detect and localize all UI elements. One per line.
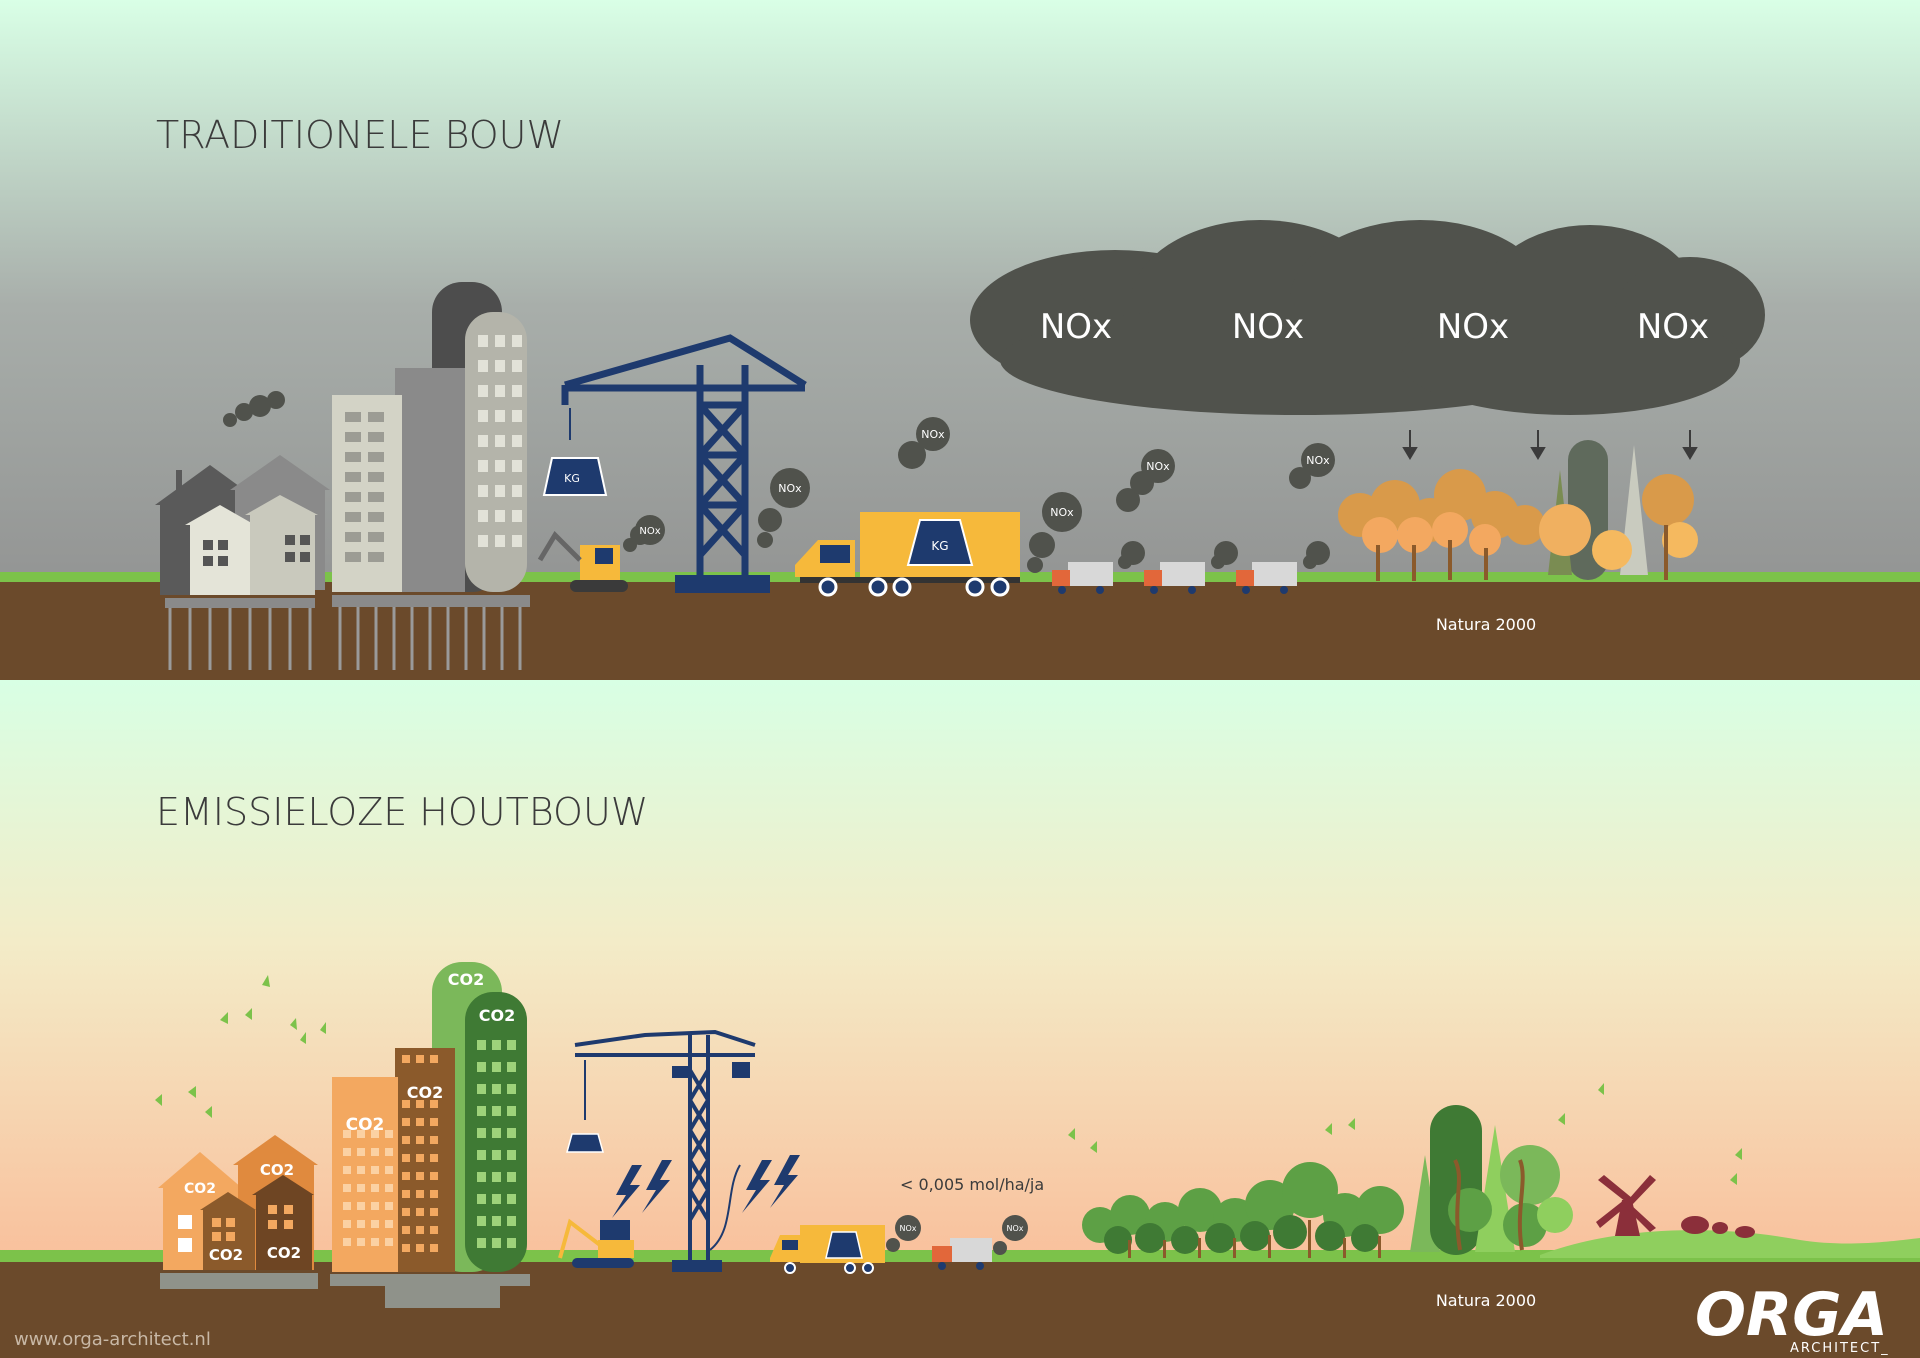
lightning-icon [612, 1155, 800, 1218]
nox-cloud [970, 220, 1765, 415]
deposition-label: < 0,005 mol/ha/ja [900, 1175, 1044, 1194]
trees-healthy [1082, 1105, 1573, 1258]
windmill-icon [1596, 1175, 1656, 1236]
plug-icon [709, 1164, 741, 1251]
puff-label: NOx [639, 526, 660, 537]
nature-label-top: Natura 2000 [1436, 615, 1536, 634]
trees-withered [1338, 440, 1698, 581]
co2-label: CO2 [346, 1115, 385, 1135]
towers-grey [332, 282, 530, 670]
van-icon [1052, 562, 1297, 594]
website-link[interactable]: www.orga-architect.nl [14, 1329, 211, 1350]
excavator-icon [537, 530, 628, 592]
crane-icon [561, 334, 807, 585]
co2-label: CO2 [260, 1161, 294, 1179]
factory-smoke-icon [223, 391, 285, 427]
houses-timber: CO2 CO2 CO2 CO2 [158, 1135, 318, 1289]
co2-label: CO2 [184, 1181, 216, 1197]
cloud-label-1: NOx [1040, 307, 1112, 347]
co2-label: CO2 [267, 1244, 301, 1262]
co2-label: CO2 [407, 1083, 443, 1102]
nox-puffs-small: NOx NOx [886, 1215, 1028, 1255]
van-small-icon [932, 1238, 992, 1270]
weight-icon: KG [542, 457, 608, 496]
houses-grey [155, 391, 330, 670]
towers-timber: CO2 CO2 CO2 CO2 [330, 962, 530, 1308]
puff-label: NOx [1306, 454, 1330, 467]
panel-timber: EMISSIELOZE HOUTBOUW [0, 680, 1920, 1358]
co2-label: CO2 [209, 1246, 243, 1264]
co2-label: CO2 [448, 970, 484, 989]
truck-small-icon [770, 1225, 885, 1274]
puff-label: NOx [1050, 506, 1074, 519]
truck-weight-label: KG [931, 539, 948, 553]
logo-text: ORGA [1695, 1280, 1888, 1350]
puff-label: NOx [899, 1224, 916, 1233]
arrow-down-icon [1402, 430, 1698, 460]
panel-title-timber: EMISSIELOZE HOUTBOUW [156, 790, 648, 834]
bird-icons [155, 975, 1742, 1185]
puff-label: NOx [921, 428, 945, 441]
puff-label: NOx [778, 482, 802, 495]
orga-logo: ORGA ARCHITECT_ [1695, 1280, 1890, 1356]
weight-icon [566, 1133, 604, 1153]
nox-puffs: NOx NOx NOx NOx NOx NOx [623, 417, 1335, 573]
logo-subtext: ARCHITECT_ [1790, 1341, 1890, 1356]
cloud-label-2: NOx [1232, 307, 1304, 347]
cow-icons [1681, 1216, 1755, 1238]
puff-label: NOx [1146, 460, 1170, 473]
weight-label: KG [564, 472, 580, 485]
nature-label-bottom: Natura 2000 [1436, 1291, 1536, 1310]
panel-title-traditional: TRADITIONELE BOUW [156, 113, 564, 157]
excavator-electric-icon [558, 1218, 634, 1268]
puff-label: NOx [1006, 1224, 1023, 1233]
hill [1540, 1230, 1920, 1258]
co2-label: CO2 [479, 1006, 515, 1025]
truck-icon: KG [795, 512, 1020, 597]
cloud-label-3: NOx [1437, 307, 1509, 347]
crane-electric-icon [574, 1029, 756, 1265]
panel-traditional: TRADITIONELE BOUW [0, 0, 1920, 680]
cloud-label-4: NOx [1637, 307, 1709, 347]
